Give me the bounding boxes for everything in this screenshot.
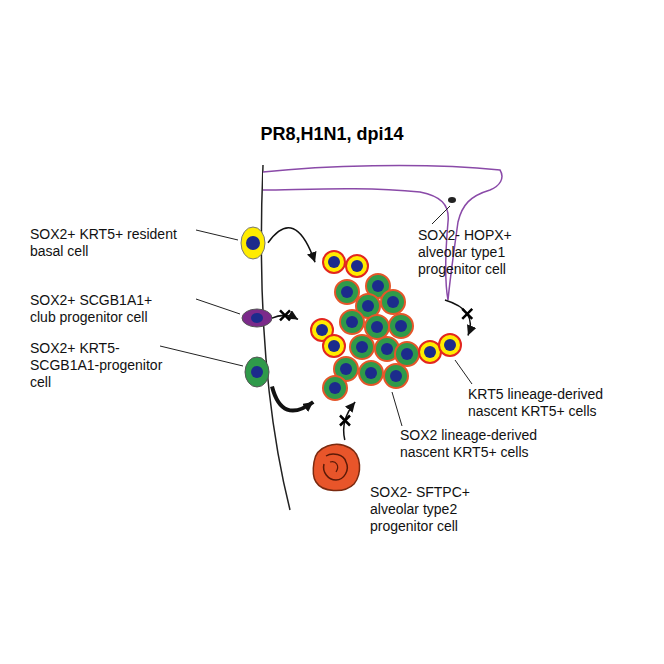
basal-cell-node: SOX2+ KRT5+ resident basal cell — [28, 222, 268, 262]
cell-label: SOX2+ KRT5- SCGB1A1-progenitor cell — [30, 340, 170, 391]
diagram-title: PR8,H1N1, dpi14 — [0, 124, 664, 145]
lineage-arrow — [445, 300, 470, 335]
club-cell-node: SOX2+ SCGB1A1+ club progenitor cell — [28, 290, 272, 334]
cell-label: SOX2 lineage-derived nascent KRT5+ cells — [400, 427, 572, 461]
cell-label: SOX2+ SCGB1A1+ club progenitor cell — [30, 292, 180, 326]
progenitor-cell-node: SOX2+ KRT5- SCGB1A1-progenitor cell — [28, 340, 272, 402]
blocked-mark — [462, 309, 472, 319]
blocked-mark — [340, 416, 350, 426]
at1-cell-node: SOX2- HOPX+ alveolar type1 progenitor ce… — [262, 165, 625, 300]
krt5-lineage-node: KRT5 lineage-derived nascent KRT5+ cells — [315, 250, 468, 372]
blocked-mark — [280, 310, 290, 320]
cell-label: SOX2- SFTPC+ alveolar type2 progenitor c… — [370, 484, 490, 535]
cell-label: KRT5 lineage-derived nascent KRT5+ cells — [468, 386, 636, 420]
cell-label: SOX2- HOPX+ alveolar type1 progenitor ce… — [418, 227, 538, 278]
cell-label: SOX2+ KRT5+ resident basal cell — [30, 226, 180, 260]
lineage-arrow — [268, 228, 315, 262]
sox2-lineage-node: SOX2 lineage-derived nascent KRT5+ cells — [298, 275, 425, 402]
lineage-arrow — [272, 387, 313, 411]
